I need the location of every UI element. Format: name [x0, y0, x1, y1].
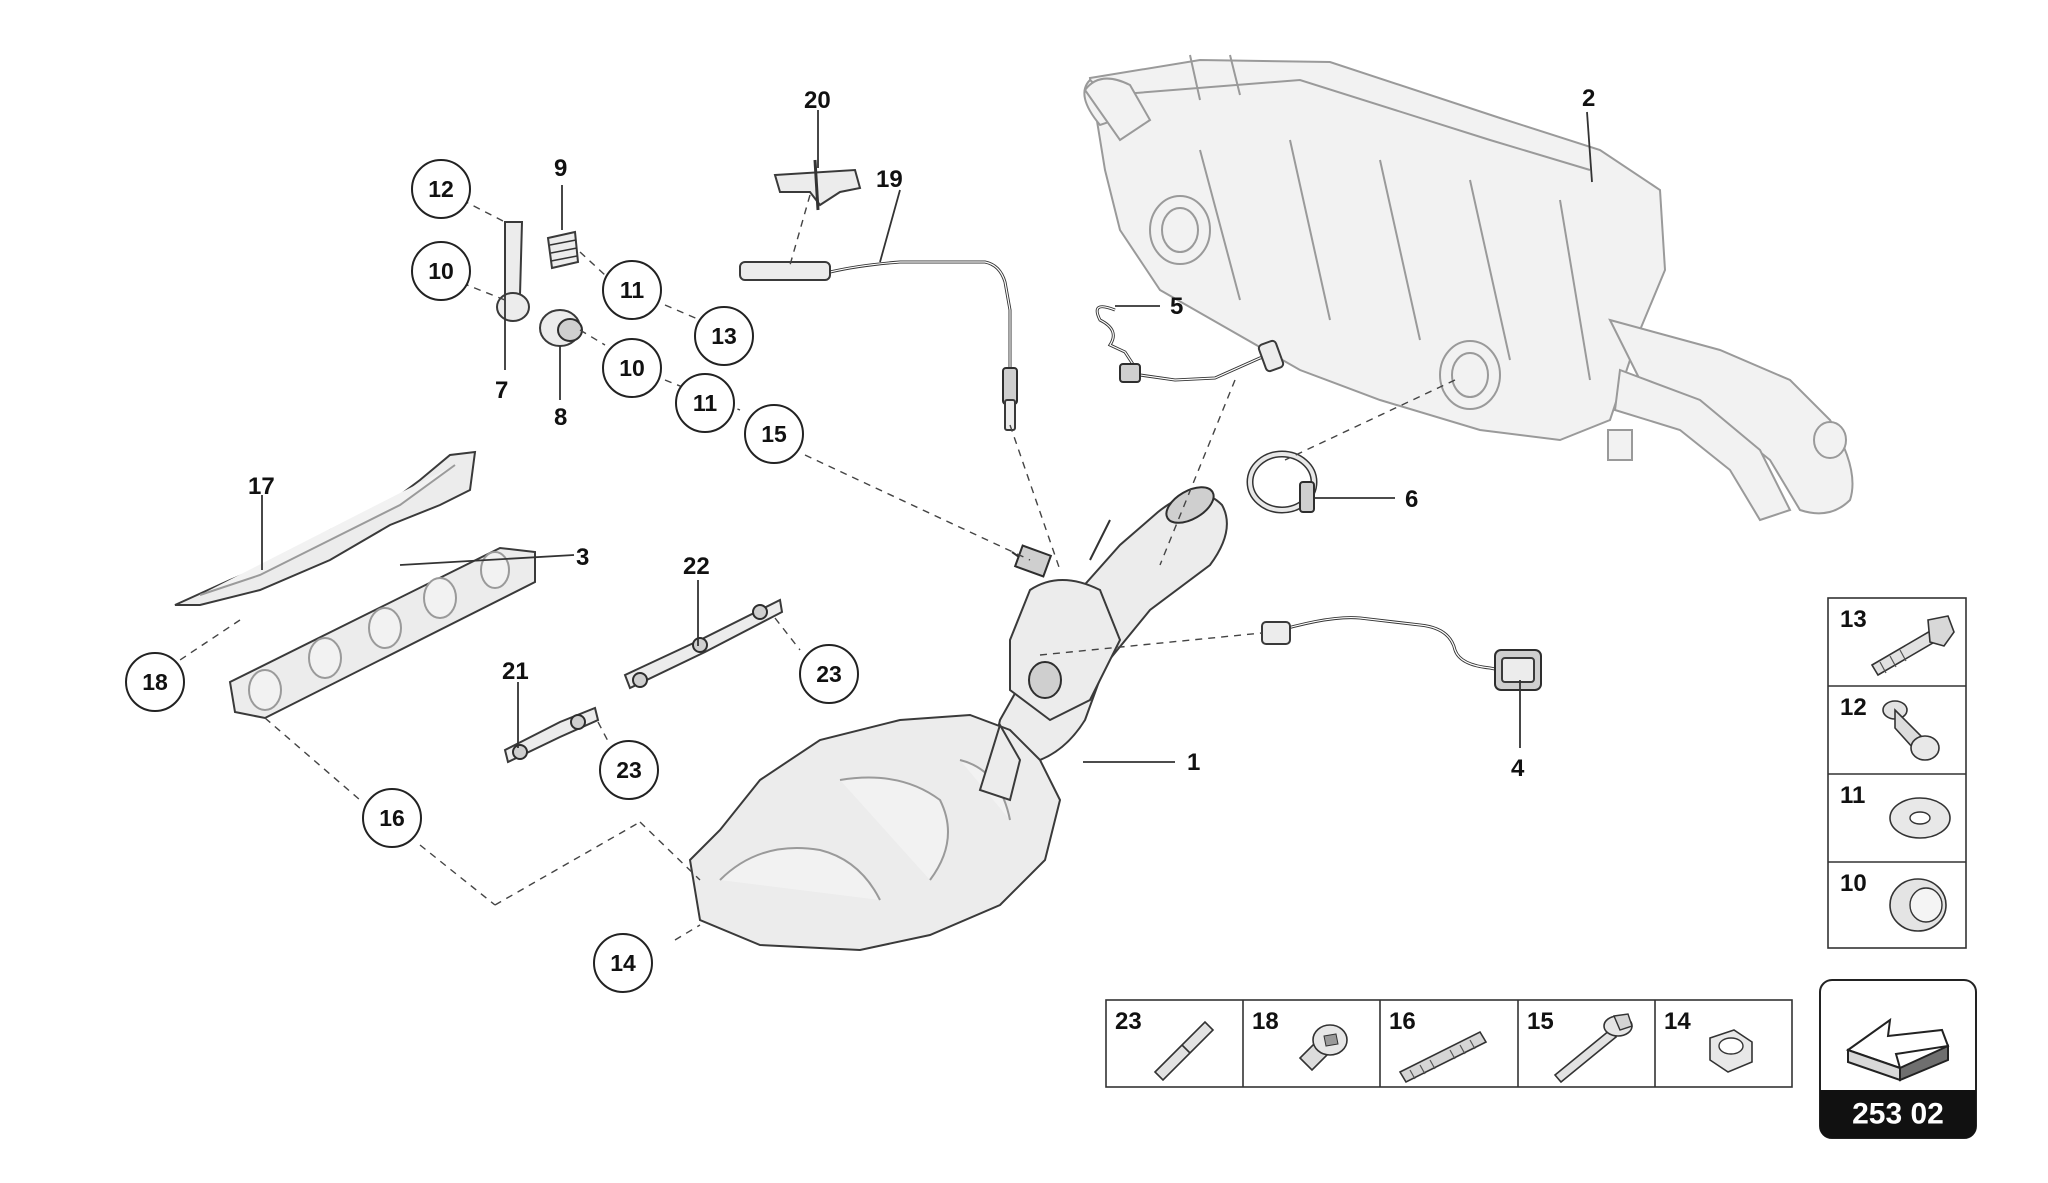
- circled-callout-13: 13: [694, 306, 754, 366]
- hardware-legend-horizontal: 23 18 16 15 14: [1105, 999, 1793, 1088]
- hardware-label-15: 15: [1527, 1008, 1554, 1035]
- sensor-19-part: [739, 260, 1018, 431]
- callout-19: 19: [876, 166, 903, 193]
- svg-text:18: 18: [142, 669, 168, 695]
- svg-text:13: 13: [711, 323, 737, 349]
- svg-text:16: 16: [379, 805, 405, 831]
- callout-6: 6: [1405, 486, 1418, 513]
- bushing-9-part: [546, 230, 580, 270]
- hardware-legend-vertical: 13 12 11 10: [1827, 597, 1967, 949]
- callout-17: 17: [248, 473, 275, 500]
- bolt-icon: [1870, 615, 1955, 677]
- circled-callout-10: 10: [602, 338, 662, 398]
- circled-callout-11: 11: [675, 373, 735, 433]
- hardware-label-23: 23: [1115, 1008, 1142, 1035]
- svg-text:23: 23: [616, 757, 642, 783]
- gasket-3-part: [228, 546, 536, 720]
- svg-text:15: 15: [761, 421, 787, 447]
- callout-1: 1: [1187, 749, 1200, 776]
- callout-4: 4: [1511, 755, 1525, 782]
- svg-text:12: 12: [428, 176, 454, 202]
- callout-2: 2: [1582, 85, 1595, 112]
- sensor-cable-5-part: [1095, 305, 1285, 383]
- bushing-8-part: [539, 309, 583, 347]
- svg-text:11: 11: [620, 277, 645, 303]
- callout-20: 20: [804, 87, 831, 114]
- exhaust-manifold-catalyst-part: [688, 486, 1228, 952]
- bushing-icon: [1889, 878, 1947, 932]
- svg-text:10: 10: [428, 258, 454, 284]
- flange-bolt-icon: [1553, 1013, 1633, 1084]
- callout-9: 9: [554, 155, 567, 182]
- hardware-label-11: 11: [1840, 782, 1865, 809]
- clip-20-part: [773, 159, 862, 211]
- circled-callouts: 12 10 11 13 10 11 15 18: [125, 159, 859, 993]
- direction-arrow-icon: [1845, 1017, 1950, 1082]
- stud-spacer-icon: [1882, 700, 1940, 761]
- hardware-label-12: 12: [1840, 694, 1867, 721]
- silencer-part: [1083, 54, 1854, 522]
- figure-code-badge: 253 02: [1819, 979, 1977, 1139]
- sensor-cable-4-part: [1261, 616, 1542, 691]
- callout-7: 7: [495, 377, 508, 404]
- dashed-connectors: [179, 194, 1456, 941]
- figure-code: 253 02: [1852, 1098, 1944, 1131]
- circled-callout-12: 12: [411, 159, 471, 219]
- callout-21: 21: [502, 658, 529, 685]
- circled-callout-18: 18: [125, 652, 185, 712]
- bracket-22-part: [623, 598, 784, 690]
- bracket-21-part: [503, 706, 600, 764]
- circled-callout-15: 15: [744, 404, 804, 464]
- threaded-stud-icon: [1398, 1030, 1488, 1084]
- clamp-6-part: [1246, 450, 1318, 514]
- circled-callout-23: 23: [599, 740, 659, 800]
- hardware-label-14: 14: [1664, 1008, 1691, 1035]
- hardware-label-13: 13: [1840, 606, 1867, 633]
- bracket-7-part: [496, 221, 530, 322]
- circled-callout-10: 10: [411, 241, 471, 301]
- washer-icon: [1889, 797, 1951, 839]
- leader-lines: [261, 110, 1593, 763]
- circled-callout-23: 23: [799, 644, 859, 704]
- svg-text:11: 11: [693, 390, 718, 416]
- circled-callout-14: 14: [593, 933, 653, 993]
- callout-3: 3: [576, 544, 589, 571]
- svg-text:23: 23: [816, 661, 842, 687]
- button-screw-icon: [1298, 1024, 1348, 1072]
- plain-callouts: 1 2 3 4 5 6 7 8 9 17 19 20 21 22: [248, 85, 1595, 782]
- callout-5: 5: [1170, 293, 1183, 320]
- circled-callout-16: 16: [362, 788, 422, 848]
- heat-shield-17-part: [174, 450, 477, 606]
- hardware-label-10: 10: [1840, 870, 1867, 897]
- callout-22: 22: [683, 553, 710, 580]
- pin-icon: [1153, 1020, 1215, 1082]
- callout-8: 8: [554, 404, 567, 431]
- svg-text:10: 10: [619, 355, 645, 381]
- hex-nut-icon: [1709, 1029, 1753, 1073]
- hardware-label-18: 18: [1252, 1008, 1279, 1035]
- circled-callout-11: 11: [602, 260, 662, 320]
- svg-text:14: 14: [610, 950, 636, 976]
- hardware-label-16: 16: [1389, 1008, 1416, 1035]
